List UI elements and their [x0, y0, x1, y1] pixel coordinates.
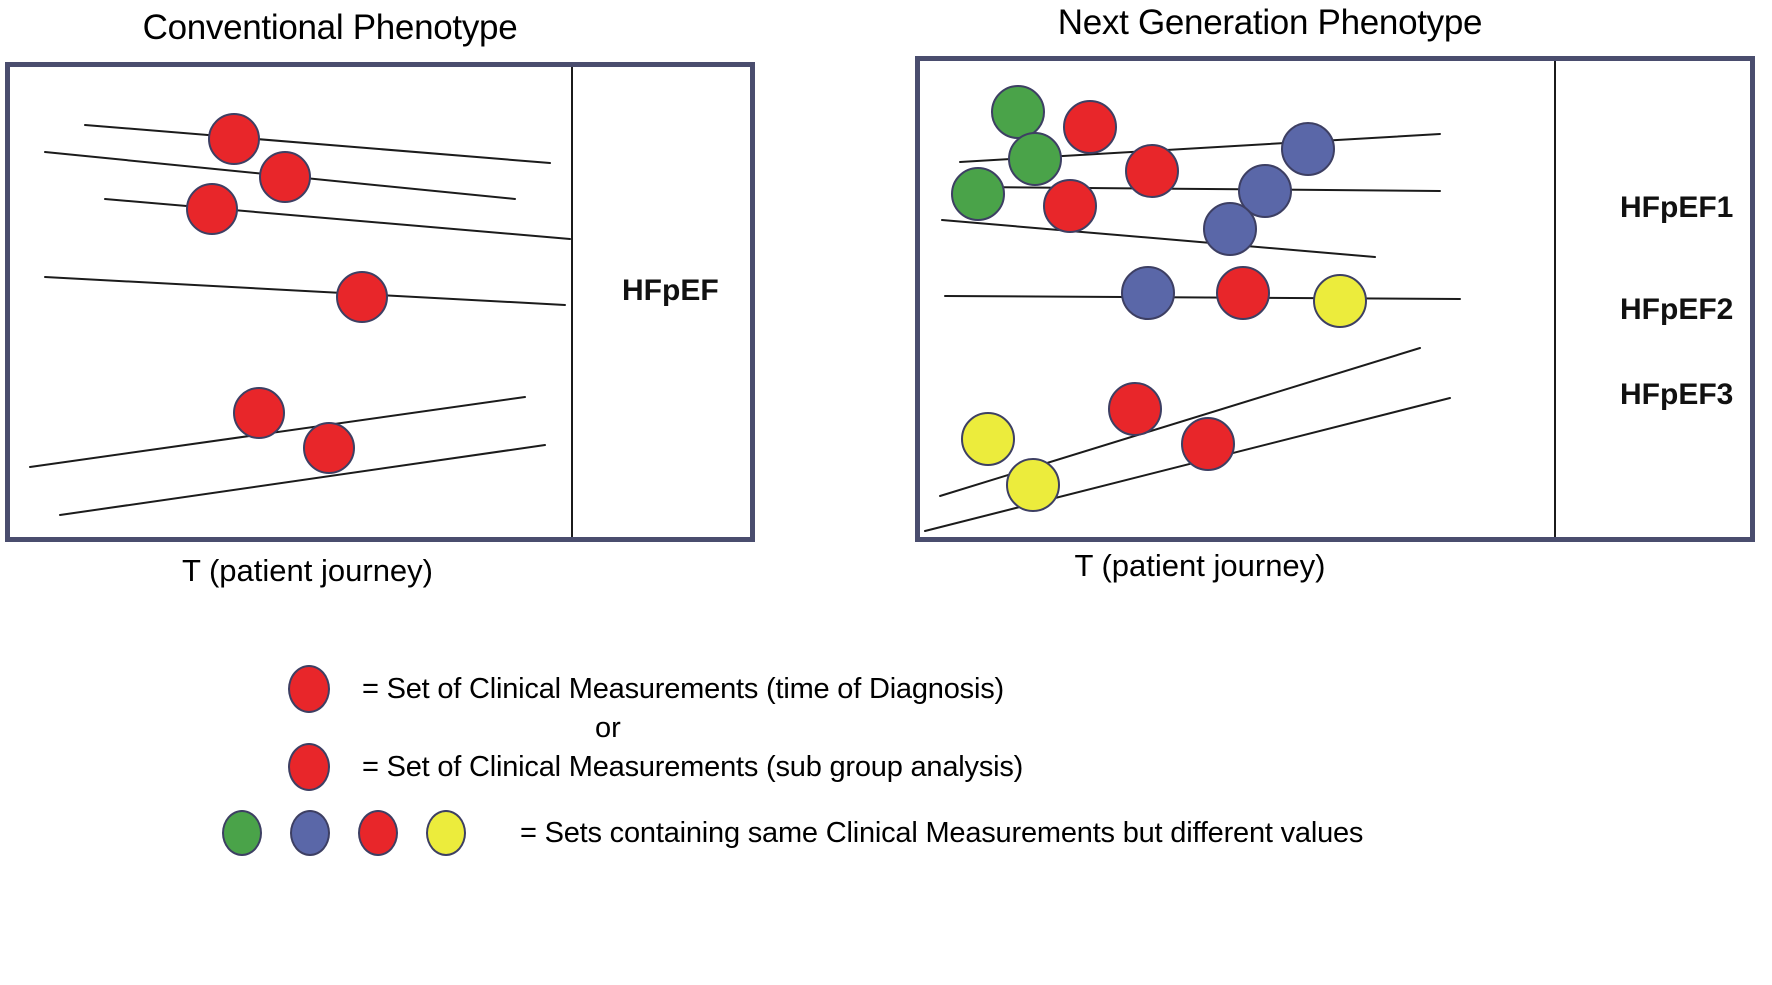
red-circle-icon [288, 665, 330, 713]
yellow-measurement-dot [1006, 458, 1060, 512]
panel-divider-left [571, 67, 573, 537]
right-axis-caption: T (patient journey) [1074, 548, 1326, 583]
left-panel-title: Conventional Phenotype [142, 8, 518, 47]
red-measurement-dot [336, 271, 388, 323]
figure-legend: = Set of Clinical Measurements (time of … [0, 655, 1772, 985]
red-measurement-dot [1108, 382, 1162, 436]
blue-measurement-dot [1121, 266, 1175, 320]
red-measurement-dot [233, 387, 285, 439]
red-measurement-dot [259, 151, 311, 203]
yellow-measurement-dot [961, 412, 1015, 466]
cluster-label-hfpef3: HFpEF3 [1620, 378, 1734, 411]
trajectory-line [84, 124, 551, 164]
green-circle-icon [222, 810, 262, 856]
green-measurement-dot [951, 167, 1005, 221]
blue-measurement-dot [1238, 164, 1292, 218]
right-panel-title: Next Generation Phenotype [1057, 3, 1483, 42]
trajectory-line [944, 295, 1461, 300]
red-measurement-dot [303, 422, 355, 474]
red-measurement-dot [1216, 266, 1270, 320]
legend-text-colorsets: = Sets containing same Clinical Measurem… [520, 816, 1364, 849]
legend-item-subgroup: = Set of Clinical Measurements (sub grou… [288, 743, 1023, 791]
yellow-circle-icon [426, 810, 466, 856]
trajectory-line [44, 276, 566, 306]
left-axis-caption: T (patient journey) [182, 553, 433, 588]
red-measurement-dot [208, 113, 260, 165]
red-measurement-dot [1063, 100, 1117, 154]
conventional-phenotype-panel: HFpEF [5, 62, 755, 542]
red-circle-icon [358, 810, 398, 856]
red-measurement-dot [1125, 144, 1179, 198]
red-measurement-dot [1181, 417, 1235, 471]
yellow-measurement-dot [1313, 274, 1367, 328]
green-measurement-dot [1008, 132, 1062, 186]
trajectory-line [941, 219, 1376, 258]
legend-item-diagnosis: = Set of Clinical Measurements (time of … [288, 665, 1004, 713]
blue-circle-icon [290, 810, 330, 856]
legend-text-subgroup: = Set of Clinical Measurements (sub grou… [362, 750, 1024, 783]
cluster-label-hfpef1: HFpEF1 [1620, 191, 1734, 224]
trajectory-line [104, 198, 571, 240]
conventional-phenotype-plot [29, 113, 571, 516]
trajectory-line [29, 396, 526, 468]
next-generation-phenotype-panel: HFpEF1 HFpEF2 HFpEF3 [915, 56, 1755, 542]
blue-measurement-dot [1281, 122, 1335, 176]
next-generation-phenotype-plot [924, 85, 1461, 532]
trajectory-line [924, 397, 1451, 532]
cluster-label-hfpef: HFpEF [622, 274, 719, 307]
legend-or-text: or [595, 712, 621, 744]
legend-text-diagnosis: = Set of Clinical Measurements (time of … [362, 672, 1004, 705]
red-measurement-dot [186, 183, 238, 235]
cluster-label-hfpef2: HFpEF2 [1620, 293, 1734, 326]
blue-measurement-dot [1203, 202, 1257, 256]
legend-item-colorsets: = Sets containing same Clinical Measurem… [222, 810, 1363, 856]
red-circle-icon [288, 743, 330, 791]
trajectory-line [59, 444, 546, 516]
panel-divider-right [1554, 61, 1556, 537]
red-measurement-dot [1043, 179, 1097, 233]
green-measurement-dot [991, 85, 1045, 139]
trajectory-line [974, 186, 1441, 192]
